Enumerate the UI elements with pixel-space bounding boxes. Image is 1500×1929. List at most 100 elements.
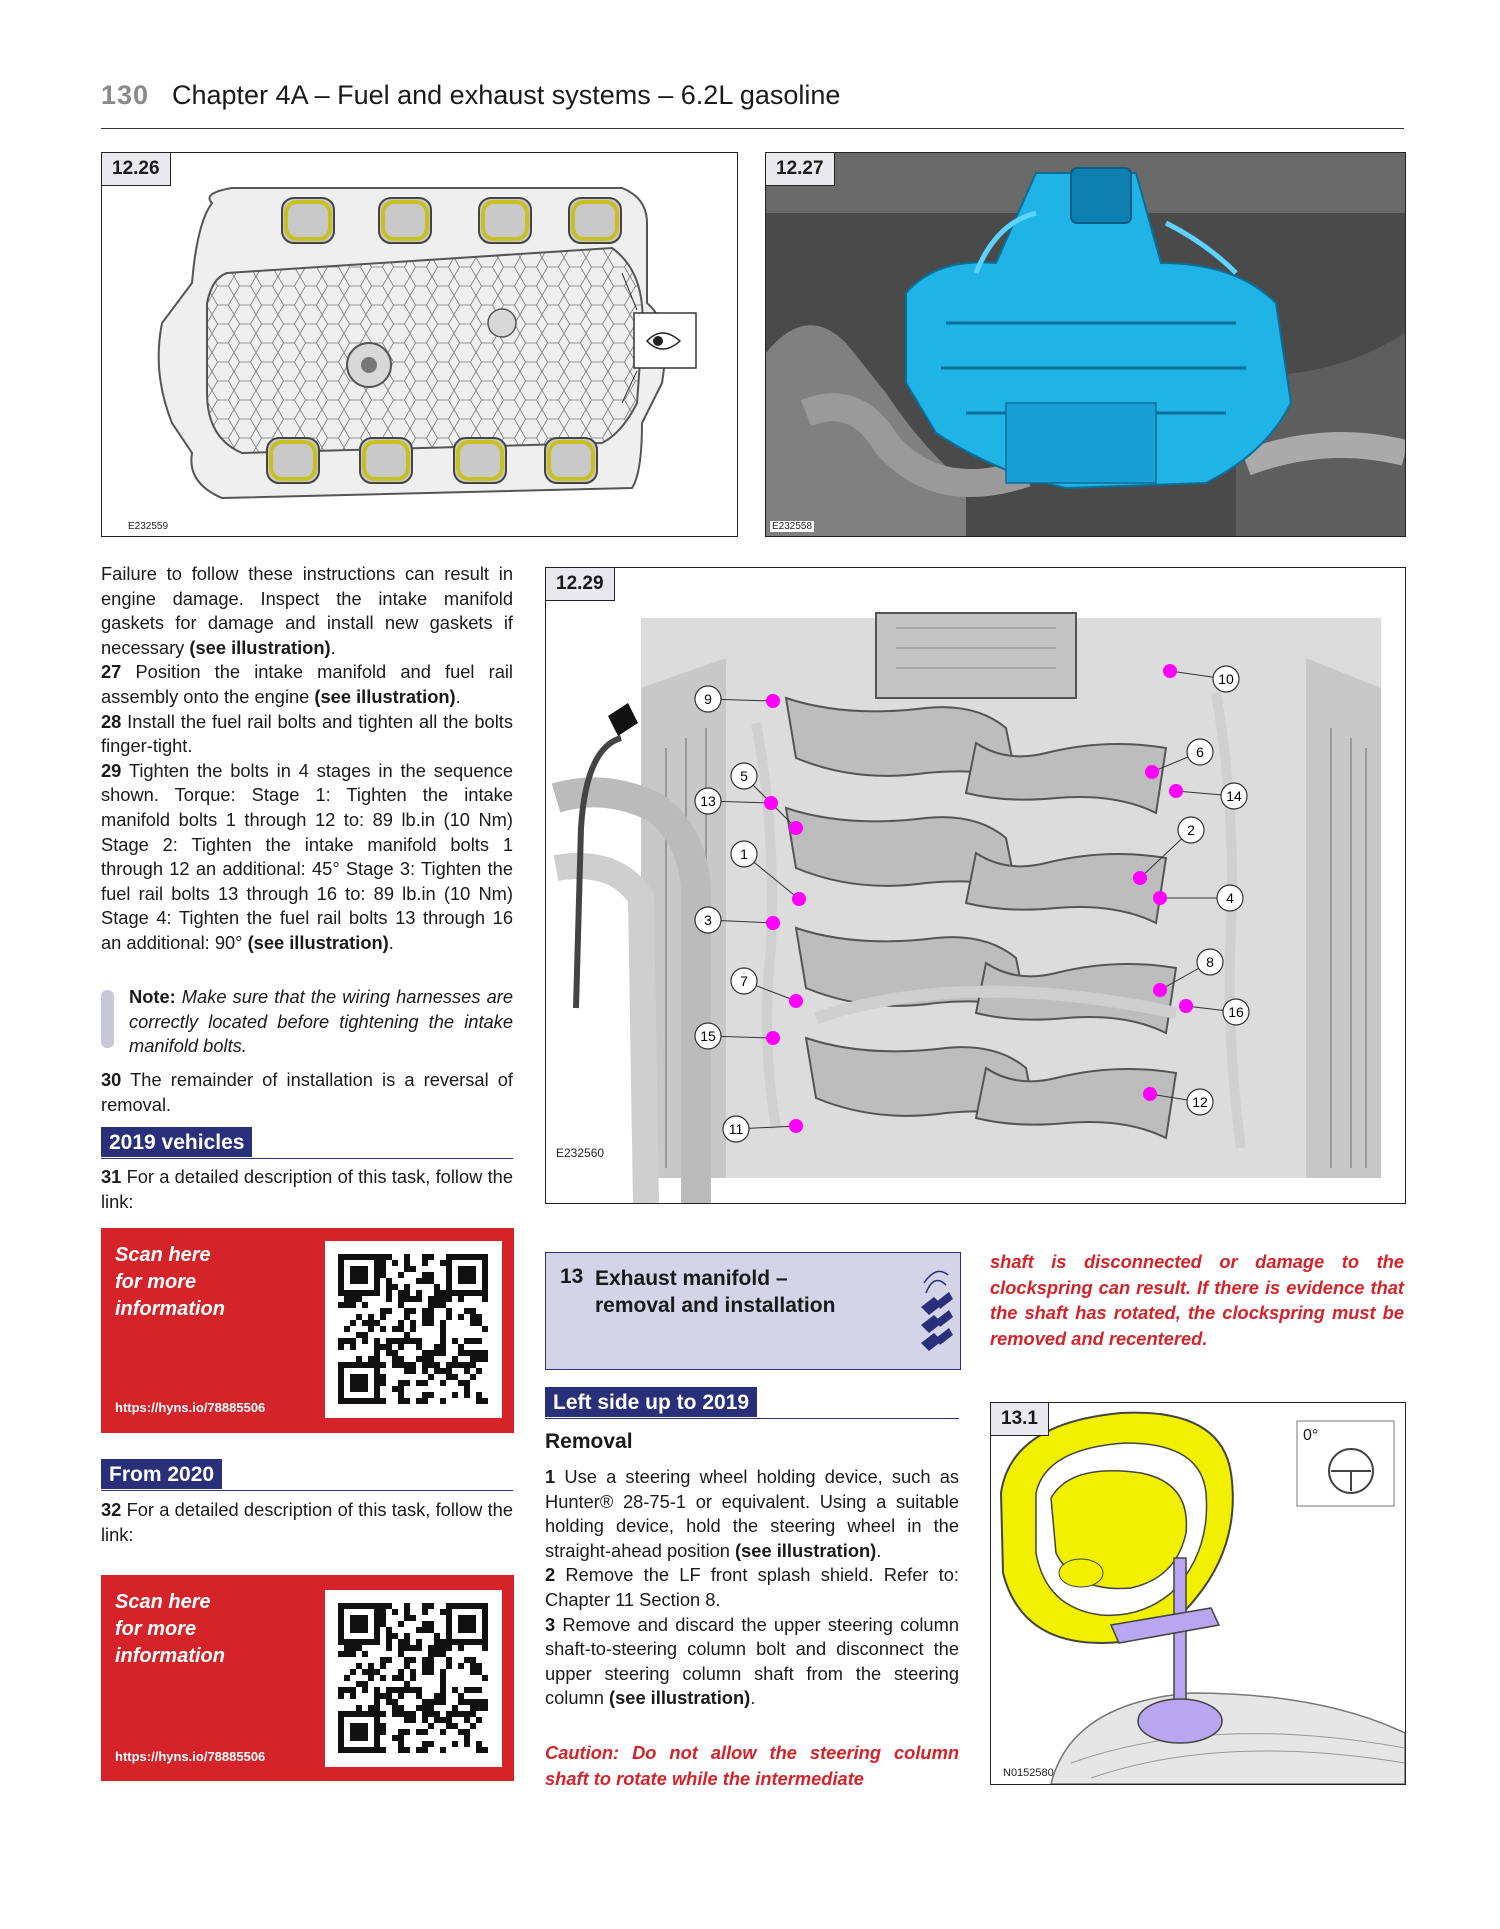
section-13-title-box: 13 Exhaust manifold – removal and instal… xyxy=(545,1252,961,1370)
spanner-rating-icon xyxy=(921,1270,953,1351)
step-28: 28 Install the fuel rail bolts and tight… xyxy=(101,710,513,757)
section-from-2020: From 2020 xyxy=(101,1459,513,1491)
callout-circle-16 xyxy=(1222,998,1250,1026)
figure-12-26: 12.26 xyxy=(101,152,738,537)
bolt-marker-5 xyxy=(789,821,803,835)
callout-circle-6 xyxy=(1186,738,1214,766)
figure-label: 12.26 xyxy=(102,153,171,186)
step-32: 32 For a detailed description of this ta… xyxy=(101,1499,513,1545)
scan-label: Scan here for more information xyxy=(115,1244,225,1320)
engine-bay-photo xyxy=(766,153,1405,536)
paragraph-failure: Failure to follow these instructions can… xyxy=(101,563,513,658)
caution-text: Caution: Do not allow the steering colum… xyxy=(545,1742,959,1789)
scan-label: Scan here for more information xyxy=(115,1591,225,1667)
callout-number-13: 13 xyxy=(700,793,716,809)
removal-step-2: 2 Remove the LF front splash shield. Ref… xyxy=(545,1564,959,1610)
figure-12-27: 12.27 E232558 xyxy=(765,152,1406,537)
scan-url[interactable]: https://hyns.io/78885506 xyxy=(115,1400,266,1415)
bolt-marker-15 xyxy=(766,1031,780,1045)
section-2019-vehicles: 2019 vehicles xyxy=(101,1127,513,1159)
callout-number-16: 16 xyxy=(1228,1004,1244,1020)
callout-circle-14 xyxy=(1220,782,1248,810)
figure-label: 12.27 xyxy=(766,153,835,186)
callout-number-3: 3 xyxy=(704,912,712,928)
bolt-marker-4 xyxy=(1153,891,1167,905)
callout-number-10: 10 xyxy=(1218,671,1234,687)
scan-box-2020[interactable]: Scan here for more information https://h… xyxy=(101,1575,514,1781)
callout-number-4: 4 xyxy=(1226,890,1234,906)
note-bar xyxy=(101,990,114,1048)
step-29: 29 Tighten the bolts in 4 stages in the … xyxy=(101,759,513,953)
qr-code-icon xyxy=(338,1254,488,1404)
figure-13-1: 13.1 0° N0152580 xyxy=(990,1402,1406,1785)
callout-circle-13 xyxy=(694,787,722,815)
intake-manifold-illustration xyxy=(157,187,697,500)
callout-circle-12 xyxy=(1186,1088,1214,1116)
bolt-marker-10 xyxy=(1163,664,1177,678)
bolt-marker-7 xyxy=(789,994,803,1008)
callout-circle-10 xyxy=(1212,665,1240,693)
bolt-marker-14 xyxy=(1169,784,1183,798)
callout-number-2: 2 xyxy=(1187,822,1195,838)
bolt-marker-3 xyxy=(766,916,780,930)
section-left-side-up-to-2019: Left side up to 2019 xyxy=(545,1387,959,1419)
callout-number-11: 11 xyxy=(729,1121,744,1137)
callout-circle-2 xyxy=(1177,816,1205,844)
removal-step-3: 3 Remove and discard the upper steering … xyxy=(545,1613,959,1709)
callout-number-7: 7 xyxy=(740,973,748,989)
chapter-title: Chapter 4A – Fuel and exhaust systems – … xyxy=(172,80,841,110)
scan-url[interactable]: https://hyns.io/78885506 xyxy=(115,1749,266,1764)
caution-continued-text: shaft is disconnected or damage to the c… xyxy=(990,1251,1404,1349)
section-number: 13 xyxy=(560,1265,584,1288)
callout-circle-8 xyxy=(1196,948,1224,976)
bolt-marker-9 xyxy=(766,694,780,708)
step-30: 30 The remainder of installation is a re… xyxy=(101,1069,513,1115)
bolt-marker-13 xyxy=(764,796,778,810)
bolt-marker-16 xyxy=(1179,999,1193,1013)
figure-code: E232559 xyxy=(128,521,169,532)
callout-circle-1 xyxy=(730,840,758,868)
callout-circle-4 xyxy=(1216,884,1244,912)
figure-label: 13.1 xyxy=(991,1403,1049,1436)
middle-column-text: 1 Use a steering wheel holding device, s… xyxy=(545,1465,959,1711)
removal-step-1: 1 Use a steering wheel holding device, s… xyxy=(545,1466,959,1561)
bolt-marker-12 xyxy=(1143,1087,1157,1101)
callout-circle-5 xyxy=(730,762,758,790)
callout-circle-11 xyxy=(722,1115,750,1143)
qr-code-icon xyxy=(338,1603,488,1753)
callout-number-8: 8 xyxy=(1206,954,1214,970)
callout-number-1: 1 xyxy=(740,846,748,862)
scan-box-2019[interactable]: Scan here for more information https://h… xyxy=(101,1228,514,1433)
bolt-marker-6 xyxy=(1145,765,1159,779)
callout-number-6: 6 xyxy=(1196,744,1204,760)
figure-code: E232558 xyxy=(770,521,815,532)
step-31: 31 For a detailed description of this ta… xyxy=(101,1166,513,1212)
callout-number-14: 14 xyxy=(1226,788,1242,804)
qr-code[interactable] xyxy=(325,1590,502,1767)
callout-number-15: 15 xyxy=(700,1028,716,1044)
removal-heading: Removal xyxy=(545,1430,633,1453)
steering-wheel-holding-illustration xyxy=(999,1411,1405,1784)
qr-code[interactable] xyxy=(325,1241,502,1418)
page-number: 130 xyxy=(101,80,150,110)
bolt-marker-11 xyxy=(789,1119,803,1133)
step-27: 27 Position the intake manifold and fuel… xyxy=(101,661,513,707)
bolt-marker-2 xyxy=(1133,871,1147,885)
bolt-marker-8 xyxy=(1153,983,1167,997)
note-text: Note: Make sure that the wiring harnesse… xyxy=(129,986,513,1057)
figure-code: N0152580 xyxy=(1003,1767,1054,1779)
angle-label: 0° xyxy=(1303,1427,1319,1444)
left-column-text: Failure to follow these instructions can… xyxy=(101,562,513,956)
bolt-marker-1 xyxy=(792,892,806,906)
callout-number-12: 12 xyxy=(1192,1094,1208,1110)
figure-code: E232560 xyxy=(556,1146,605,1160)
callout-number-9: 9 xyxy=(704,691,712,707)
header-rule xyxy=(101,128,1404,129)
section-title: Exhaust manifold – removal and installat… xyxy=(595,1267,836,1317)
callout-circle-15 xyxy=(694,1022,722,1050)
figure-label: 12.29 xyxy=(546,568,615,601)
callout-circle-9 xyxy=(694,685,722,713)
callout-number-5: 5 xyxy=(740,768,748,784)
